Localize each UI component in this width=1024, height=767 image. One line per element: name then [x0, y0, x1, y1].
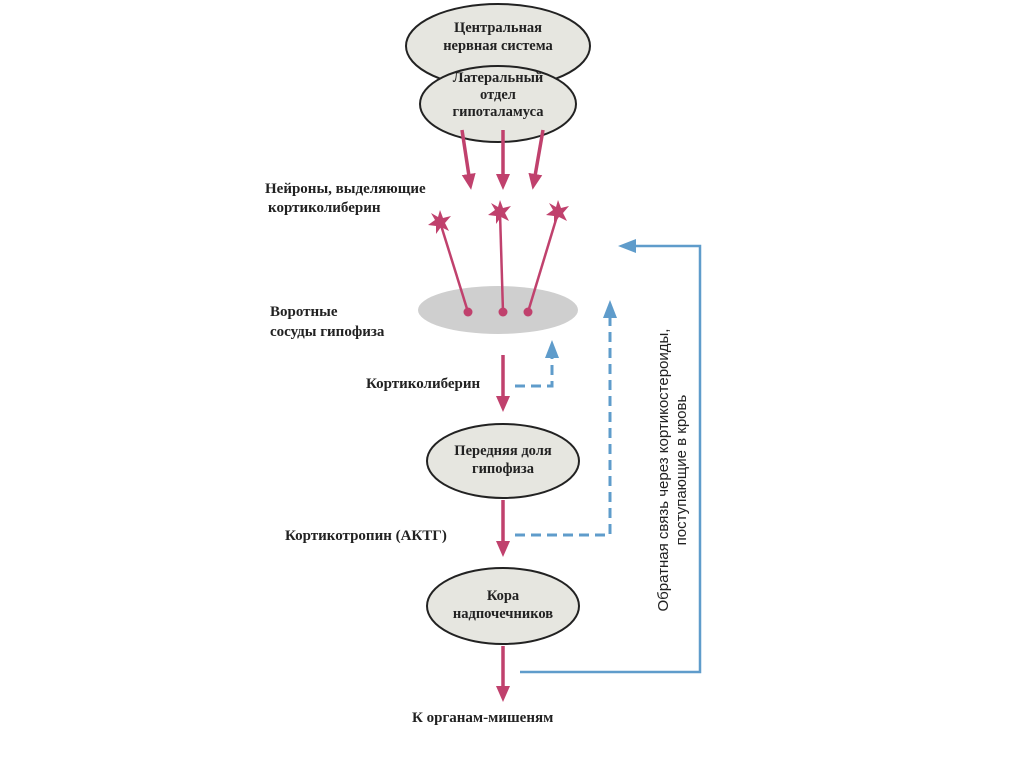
portal-vessels [418, 286, 578, 334]
neurons-label: Нейроны, выделяющие кортиколиберин [265, 181, 426, 216]
arrowhead-icon [545, 340, 559, 358]
adrenal-cortex-label-2: надпочечников [453, 606, 553, 622]
cns-label-2: нервная система [443, 38, 553, 54]
neurons-label-1: Нейроны, выделяющие [265, 181, 426, 197]
portal-vessels-label-1: Воротные [270, 304, 338, 320]
adrenal-cortex-label-1: Кора [487, 588, 520, 604]
hypothalamus-label-3: гипоталамуса [453, 104, 545, 120]
feedback-dashed-short [515, 358, 554, 388]
arrowhead-icon [618, 239, 636, 253]
neuron-star-icon [428, 200, 569, 317]
adrenal-cortex-node: Кора надпочечников [426, 567, 580, 645]
cns-label-1: Центральная [454, 20, 542, 36]
neurons-label-2: кортиколиберин [268, 200, 381, 216]
anterior-pituitary-label-2: гипофиза [472, 461, 535, 477]
targets-label: К органам-мишеням [412, 710, 553, 726]
arrowhead-icon [603, 300, 617, 318]
feedback-solid-line [520, 244, 702, 674]
anterior-pituitary-node: Передняя доля гипофиза [426, 423, 580, 499]
corticotropin-label: Кортикотропин (АКТГ) [285, 528, 447, 544]
anterior-pituitary-label-1: Передняя доля [454, 443, 552, 459]
hypothalamus-label-2: отдел [480, 87, 516, 103]
hypothalamus-node: Латеральный отдел гипоталамуса [419, 65, 577, 143]
feedback-label-1: Обратная связь через кортикостероиды, [655, 329, 672, 612]
hypothalamus-label-1: Латеральный [453, 70, 544, 86]
corticoliberin-label: Кортиколиберин [366, 376, 481, 392]
feedback-label-2: поступающие в кровь [673, 395, 690, 546]
hypothalamus-arrows [460, 129, 545, 190]
neurons [428, 200, 569, 317]
cns-node: Центральная нервная система [405, 3, 591, 89]
feedback-label: Обратная связь через кортикостероиды, по… [655, 329, 690, 612]
portal-vessels-label-2: сосуды гипофиза [270, 324, 385, 340]
